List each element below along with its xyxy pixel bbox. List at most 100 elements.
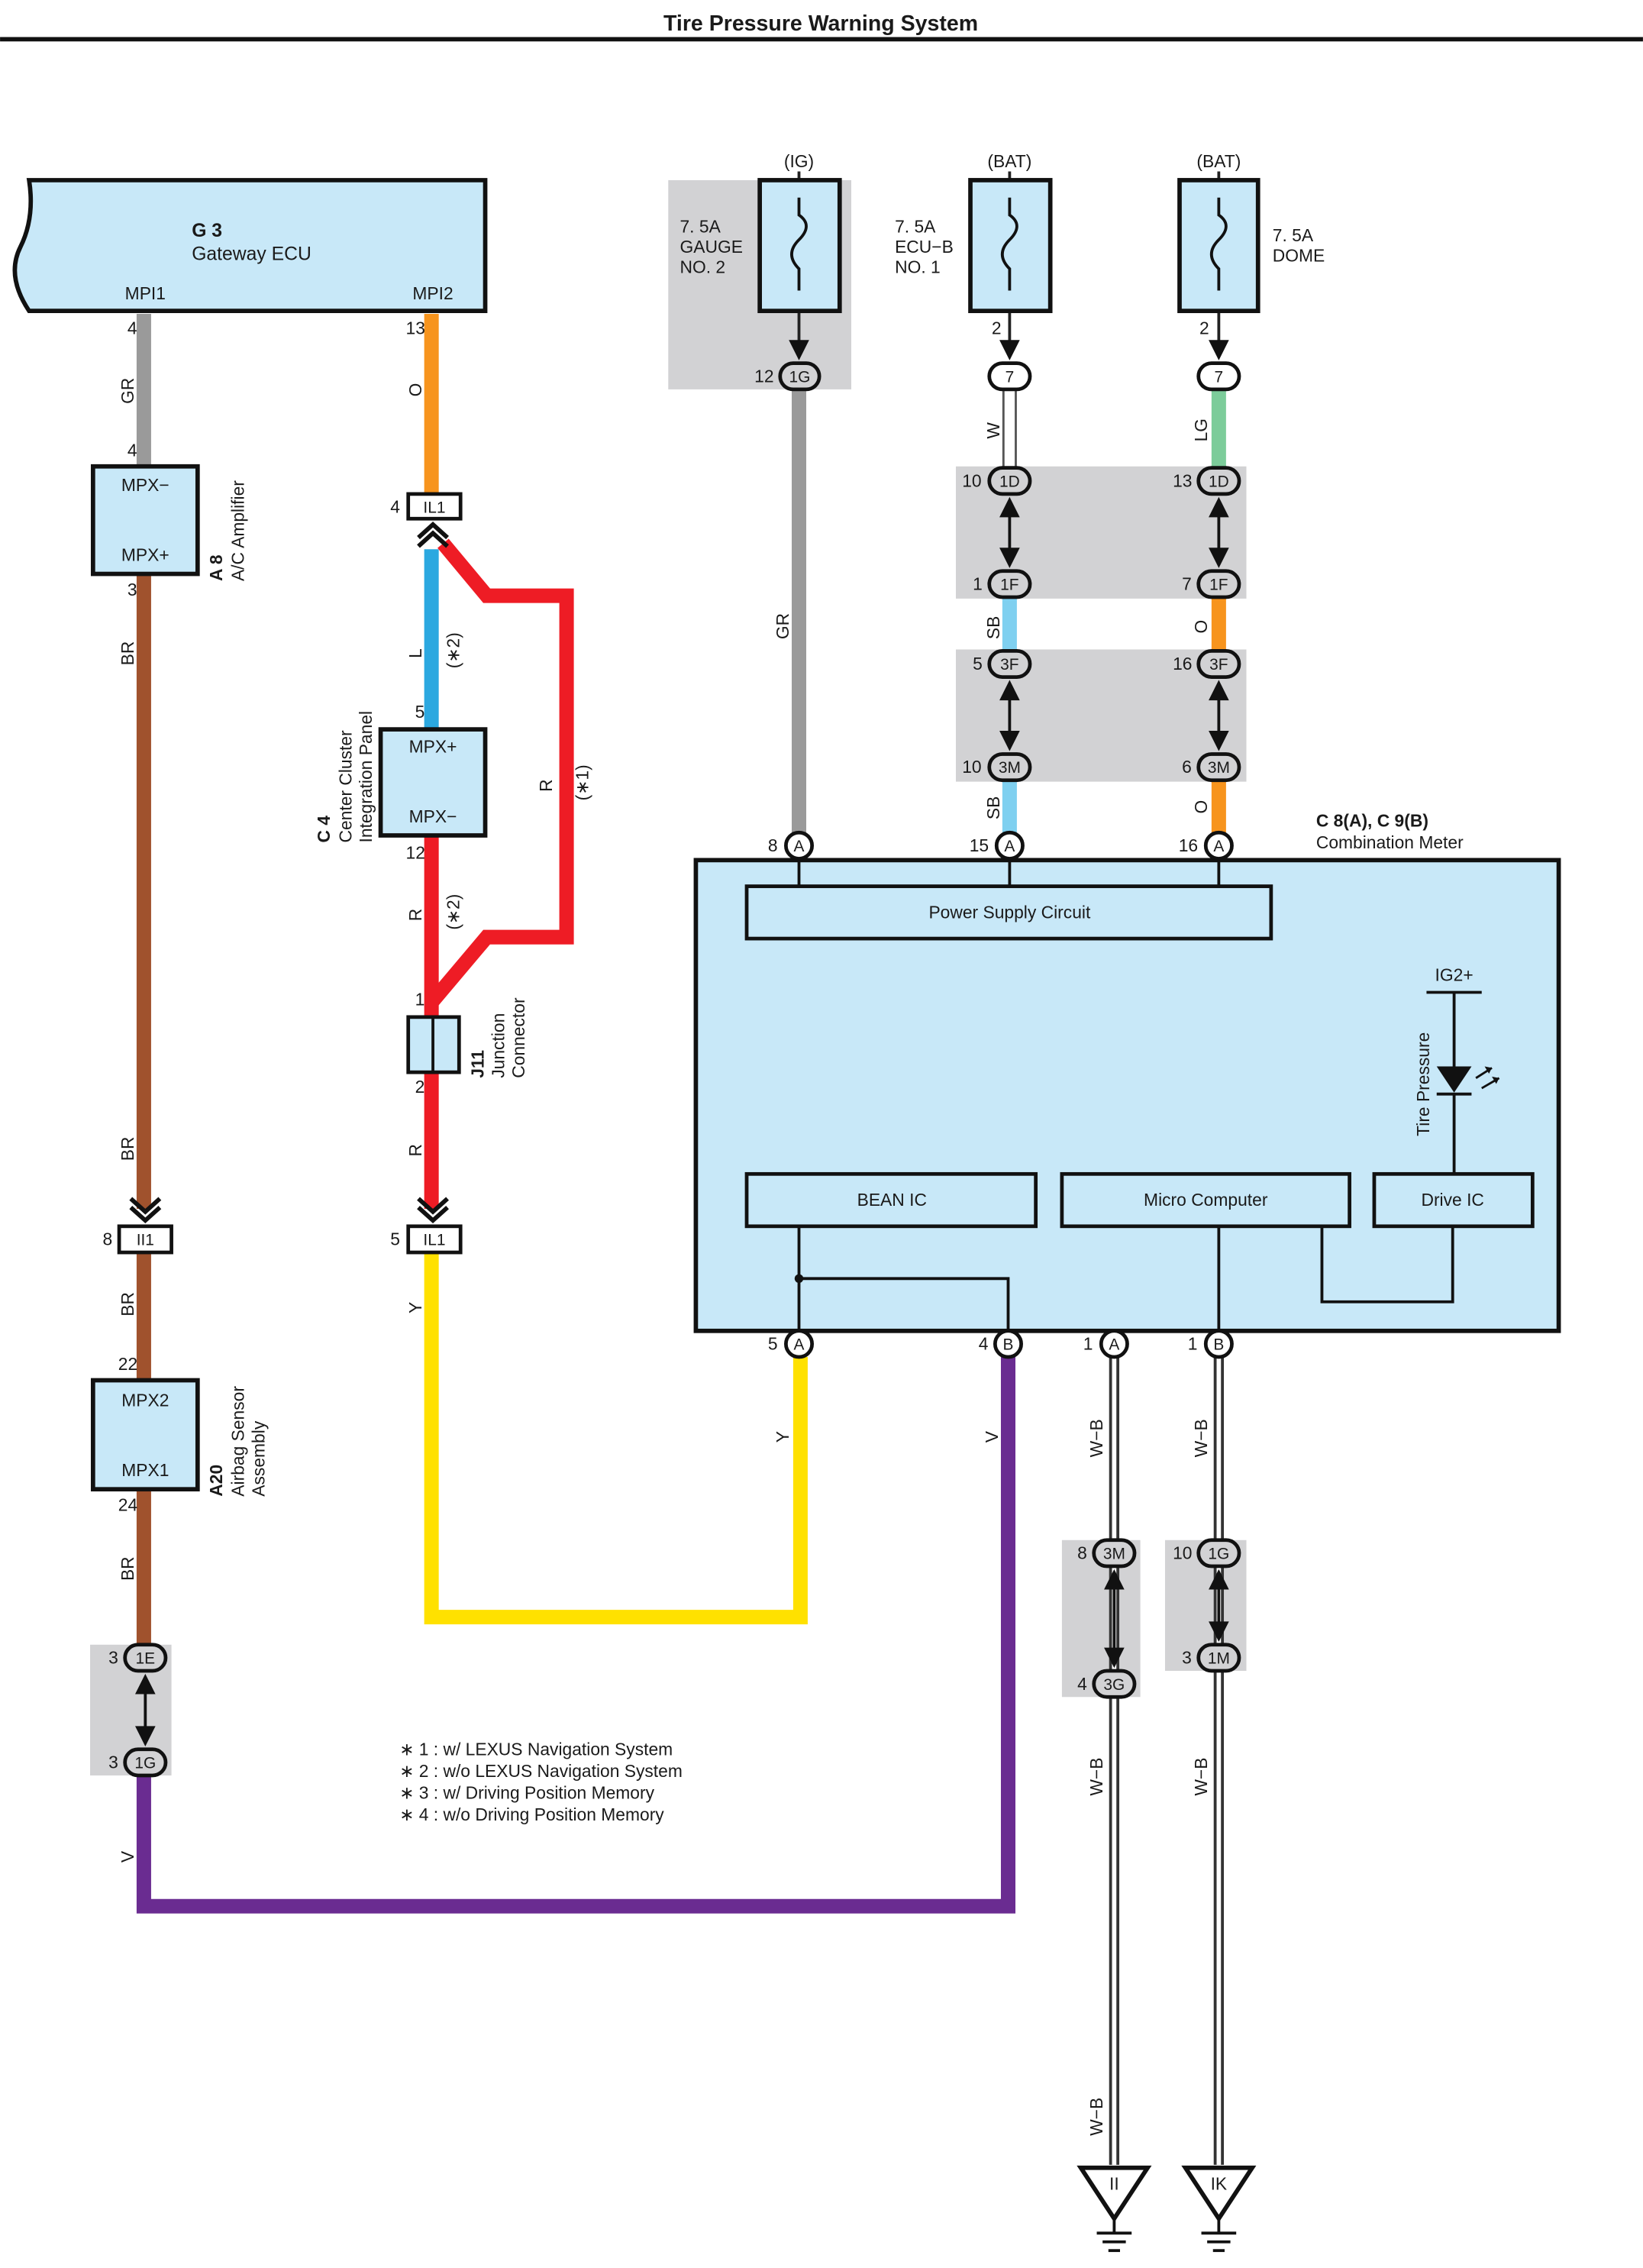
badge-il1-top [406,492,463,521]
drive-ic-label: Drive IC [1421,1190,1483,1210]
ac-amplifier: MPX− MPX+ A 8 A/C Amplifier [90,464,248,581]
j11-name-2: Connector [508,997,528,1078]
fuse-ecub-l2: ECU−B [895,237,954,257]
ac-amp-name: A/C Amplifier [228,480,248,581]
a20-code: A20 [206,1465,226,1497]
chevron-il1-top-2 [417,530,449,548]
arrow-1d1f-b-up [1209,496,1229,518]
badge-3g-ground-text: 3G [1103,1676,1125,1694]
meter-pin-a15 [994,830,1025,861]
badge-1g-top [778,361,822,392]
page-title: Tire Pressure Warning System [663,11,978,36]
badge-ii1-text: II1 [137,1232,154,1249]
j11-code: J11 [468,1050,488,1078]
wl-r-3: R [405,1144,425,1157]
c4-pin-top: MPX+ [409,737,457,757]
meter-pin-b1 [1203,1329,1234,1359]
pin-fuse2: 2 [992,318,1002,338]
ground-ik: IK [1181,2165,1257,2253]
pin-g-3m: 8 [1077,1543,1087,1563]
badge-1g-left-text: 1G [134,1754,156,1772]
wl-br-1: BR [118,641,137,666]
ac-amp-box [90,464,200,577]
ground-ii-label: II [1109,2173,1119,2193]
wl-wb-3: W−B [1086,1758,1106,1796]
badge-1e [123,1643,168,1673]
fuse-dome-l2: DOME [1273,245,1325,265]
badge-3f-b-text: 3F [1209,656,1228,674]
a20-box [90,1378,200,1492]
badge-il1-top-text: IL1 [423,499,445,517]
meter-code: C 8(A), C 9(B) [1316,811,1428,831]
c4-code: C 4 [314,816,334,843]
meter-pin-b4-text: B [1003,1336,1014,1354]
airbag-sensor-assembly: MPX2 MPX1 A20 Airbag Sensor Assembly [90,1378,268,1497]
chevron-il1-bot-2 [417,1205,449,1224]
badge-1f-a-text: 1F [1000,576,1018,593]
pin-1d-b: 13 [1173,470,1192,490]
c4-pin-bottom: MPX− [409,806,457,826]
fuse-ecub-source: (BAT) [987,151,1031,171]
meter-pin-a15-text: A [1004,838,1015,855]
arrow-3f3m-b-up [1209,680,1229,701]
arrow-1g1m-up [1209,1569,1229,1590]
variant-star2-bottom: (∗2) [443,894,463,930]
wl-l: L [405,648,425,658]
gateway-pin-mpi1: MPI1 [125,283,166,303]
badge-il1-bottom-text: IL1 [423,1232,445,1249]
ground-ik-label: IK [1211,2173,1228,2193]
wl-sb-2: SB [983,796,1003,819]
pin-ii1: 8 [103,1229,113,1249]
wl-r-2: R [536,779,556,792]
bean-junction-dot [794,1274,804,1284]
wl-o-1: O [1191,620,1211,634]
arrow-3m3g-up [1104,1569,1125,1590]
pin-g-1g: 10 [1173,1543,1192,1563]
fuse-gauge-l2: GAUGE [679,237,742,257]
meter-pin-a8-text: A [794,838,805,855]
chevron-il1-bot [417,1197,449,1215]
badge-1f-a [987,569,1032,599]
meter-pin-a8 [784,830,815,861]
badge-1g-ground-text: 1G [1208,1546,1229,1563]
arrow-1g1m-down [1209,1621,1229,1642]
chevron-il1-top [417,522,449,540]
pin-numbers: 4 13 4 3 4 5 12 1 2 5 8 22 24 3 3 12 2 2… [103,318,1209,1772]
fuse-ecu-b: (BAT) 7. 5A ECU−B NO. 1 [895,151,1053,314]
arrow-1e1g-up [135,1673,156,1695]
power-supply-label: Power Supply Circuit [928,902,1091,922]
badge-3m-ground-text: 3M [1103,1546,1125,1563]
fuse-gauge-l3: NO. 2 [679,257,725,277]
badge-1d-a [987,466,1032,496]
fuse-ecub-l1: 7. 5A [895,216,936,236]
ig2-label: IG2+ [1435,964,1474,984]
a20-pin-top: MPX2 [121,1391,169,1410]
arrow-fuse3 [1209,340,1229,360]
badge-il1-bottom [406,1224,463,1255]
gateway-name: Gateway ECU [192,244,311,265]
badge-1d-b [1196,466,1241,496]
a20-name-1: Airbag Sensor [228,1386,248,1497]
pin-g3-mpi1: 4 [128,318,137,338]
bean-ic-label: BEAN IC [857,1190,927,1210]
badge-1g-ground [1196,1538,1241,1569]
wl-wb-1: W−B [1086,1419,1106,1457]
pin-1e: 3 [108,1648,118,1668]
wl-br-4: BR [118,1556,137,1581]
badge-ii1 [117,1224,173,1255]
note-1: ∗ 1 : w/ LEXUS Navigation System [399,1739,673,1759]
a20-pin-bottom: MPX1 [121,1460,169,1480]
arrow-fuse2 [999,340,1020,360]
wl-r-1: R [405,909,425,922]
meter-pin-a1-text: A [1109,1336,1119,1354]
led-ray-1-head [1484,1066,1493,1074]
arrow-3m3g-down [1104,1647,1125,1669]
pin-a8-top: 4 [128,440,137,460]
badge-1g-left [123,1747,168,1778]
pin-il1-top: 4 [390,497,400,517]
pin-g3-mpi2: 13 [406,318,425,338]
wl-lg: LG [1191,418,1211,441]
pin-meter-15: 15 [970,835,989,855]
fuse-dome-source: (BAT) [1196,151,1241,171]
gateway-ecu: G 3 Gateway ECU MPI1 MPI2 [12,178,488,314]
